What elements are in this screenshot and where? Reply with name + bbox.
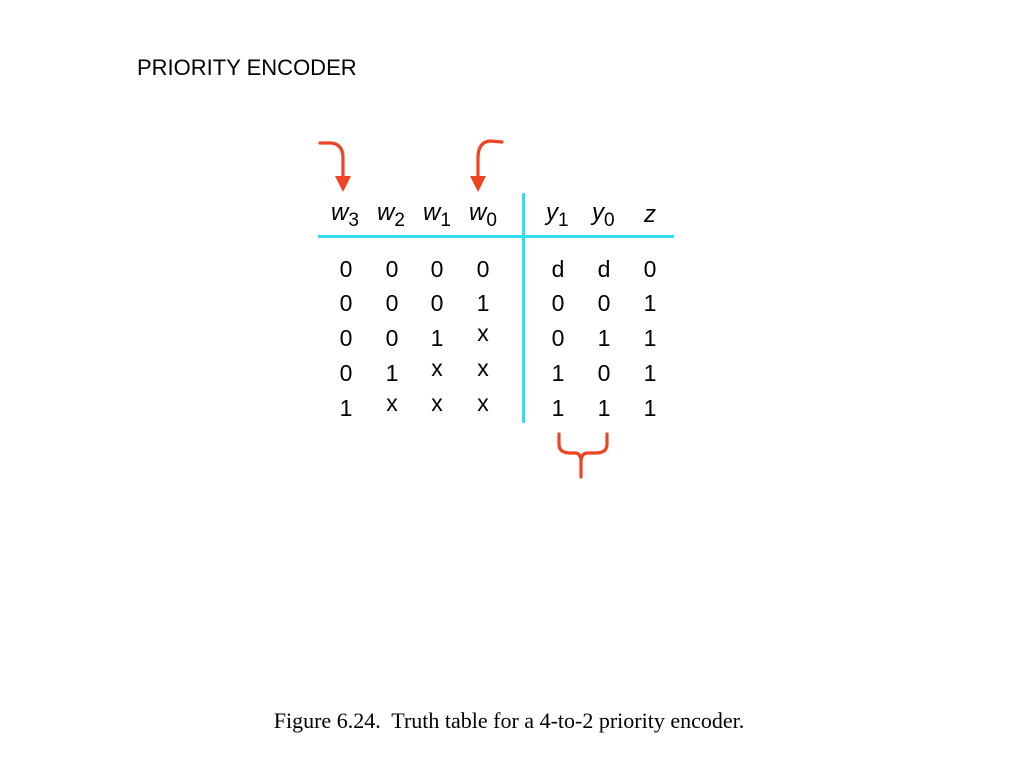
cell-r0-w0: 0 bbox=[476, 256, 490, 282]
cell-r0-w2: 0 bbox=[385, 256, 399, 282]
header-y1-sub: 1 bbox=[558, 210, 569, 231]
cell-r4-w0: x bbox=[477, 390, 489, 416]
header-z-var: z bbox=[644, 201, 656, 228]
cell-r2-w1: 1 bbox=[430, 325, 444, 351]
cell-r3-y1: 1 bbox=[551, 360, 565, 386]
arrowhead-w0-icon bbox=[470, 176, 486, 192]
arrow-w0-icon bbox=[476, 139, 504, 182]
cell-r3-w3: 0 bbox=[339, 360, 353, 386]
cell-r2-w3: 0 bbox=[339, 325, 353, 351]
cell-r1-y1: 0 bbox=[551, 290, 565, 316]
cell-r2-w2: 0 bbox=[385, 325, 399, 351]
cell-r1-w2: 0 bbox=[385, 290, 399, 316]
cell-r2-z: 1 bbox=[643, 325, 657, 351]
cell-r0-y0: d bbox=[597, 256, 611, 282]
cell-r4-y1: 1 bbox=[551, 395, 565, 421]
cell-r1-w1: 0 bbox=[430, 290, 444, 316]
header-w2: w2 bbox=[377, 199, 405, 230]
header-w3-sub: 3 bbox=[348, 210, 359, 231]
cell-r3-w1: x bbox=[431, 355, 443, 381]
cell-r0-w3: 0 bbox=[339, 256, 353, 282]
header-w1-sub: 1 bbox=[440, 210, 451, 231]
cell-r4-y0: 1 bbox=[597, 395, 611, 421]
cell-r4-w2: x bbox=[386, 390, 398, 416]
header-y0-var: y bbox=[592, 199, 604, 226]
header-w1: w1 bbox=[423, 199, 451, 230]
header-w0-sub: 0 bbox=[486, 210, 497, 231]
cell-r1-z: 1 bbox=[643, 290, 657, 316]
header-z: z bbox=[644, 201, 656, 229]
cell-r2-y0: 1 bbox=[597, 325, 611, 351]
cell-r1-y0: 0 bbox=[597, 290, 611, 316]
header-y1: y1 bbox=[546, 199, 569, 230]
header-w1-var: w bbox=[423, 199, 441, 226]
cell-r0-z: 0 bbox=[643, 256, 657, 282]
cell-r3-w2: 1 bbox=[385, 360, 399, 386]
cell-r4-z: 1 bbox=[643, 395, 657, 421]
figure-caption: Figure 6.24. Truth table for a 4-to-2 pr… bbox=[0, 708, 1024, 734]
header-divider-line bbox=[318, 235, 674, 238]
header-y0-sub: 0 bbox=[604, 210, 615, 231]
header-w2-var: w bbox=[377, 199, 395, 226]
cell-r3-w0: x bbox=[477, 355, 489, 381]
header-y0: y0 bbox=[592, 199, 615, 230]
header-w2-sub: 2 bbox=[394, 210, 405, 231]
cell-r3-y0: 0 bbox=[597, 360, 611, 386]
cell-r3-z: 1 bbox=[643, 360, 657, 386]
cell-r4-w1: x bbox=[431, 390, 443, 416]
cell-r0-y1: d bbox=[551, 256, 565, 282]
header-w3: w3 bbox=[331, 199, 359, 230]
figure-caption-text: Figure 6.24. Truth table for a 4-to-2 pr… bbox=[273, 708, 745, 733]
cell-r1-w3: 0 bbox=[339, 290, 353, 316]
cell-r0-w1: 0 bbox=[430, 256, 444, 282]
cell-r2-w0: x bbox=[477, 320, 489, 346]
header-w3-var: w bbox=[331, 199, 349, 226]
cell-r2-y1: 0 bbox=[551, 325, 565, 351]
input-output-divider-line bbox=[522, 193, 525, 423]
arrow-w3-icon bbox=[318, 141, 345, 182]
cell-r4-w3: 1 bbox=[339, 395, 353, 421]
header-w0: w0 bbox=[469, 199, 497, 230]
page-title: PRIORITY ENCODER bbox=[137, 55, 357, 80]
header-y1-var: y bbox=[546, 199, 558, 226]
output-brace-icon bbox=[557, 432, 609, 479]
header-w0-var: w bbox=[469, 199, 487, 226]
cell-r1-w0: 1 bbox=[476, 290, 490, 316]
arrowhead-w3-icon bbox=[335, 176, 351, 192]
